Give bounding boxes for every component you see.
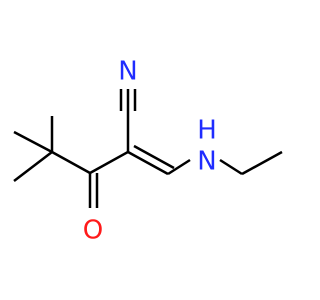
bond-methyl-left [13,130,53,154]
bond-methyl-bottom [13,151,53,182]
bond-tbutyl-carbonyl [51,150,91,175]
amine-hydrogen-label: H [197,116,217,146]
molecule-canvas: N H N O [13,56,283,246]
bond-central-alkene-outer [127,150,169,176]
carbonyl-oxygen-label: O [83,216,103,246]
bond-alkene-amine [167,158,191,176]
amine-nitrogen-label: N [197,147,216,177]
nitrile-nitrogen-label: N [118,57,137,87]
bond-amine-ethyl [219,158,243,176]
bond-ethyl [241,150,283,176]
bond-carbonyl-central [89,150,129,175]
molecule-structure: N H N O [13,57,283,246]
bond-central-alkene-inner [133,144,175,170]
